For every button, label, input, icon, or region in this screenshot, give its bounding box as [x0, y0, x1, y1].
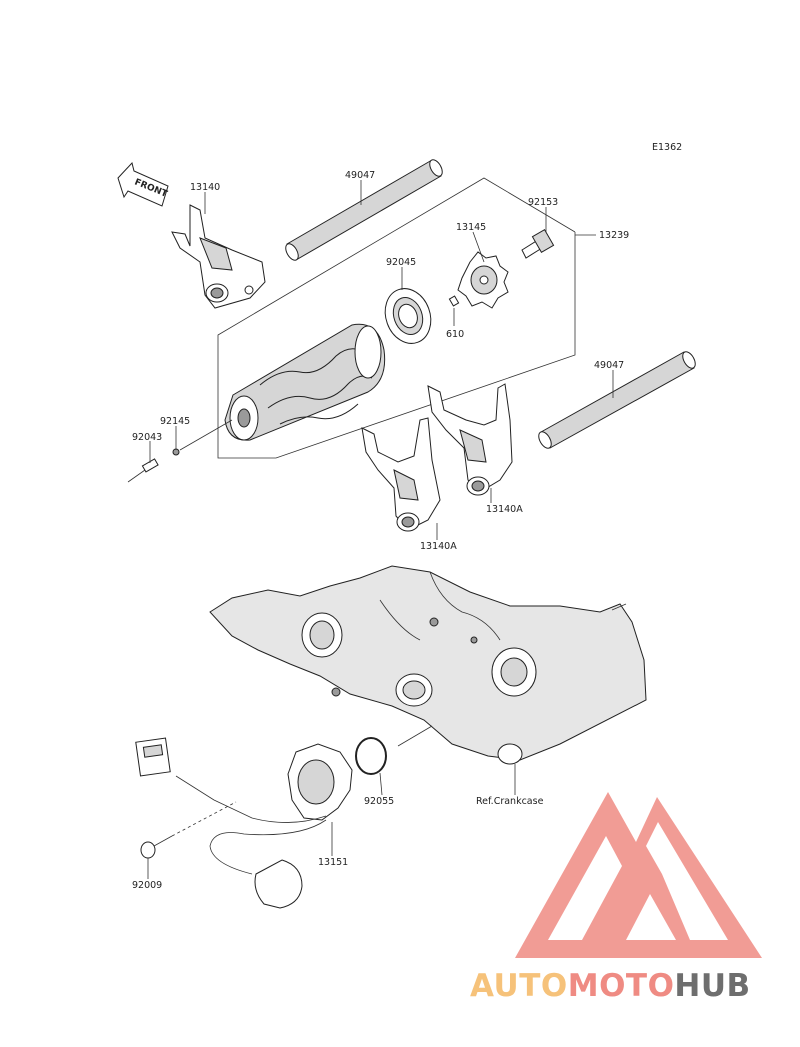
logo-text-moto: MOTO — [568, 968, 675, 1004]
shift-fork-13140a-left — [361, 417, 441, 532]
logo-text-hub: HUB — [674, 968, 750, 1004]
label-92145: 92145 — [160, 416, 190, 427]
label-92153: 92153 — [528, 197, 558, 208]
logo-wordmark: AUTOMOTOHUB — [470, 968, 751, 1004]
label-13145: 13145 — [456, 222, 486, 233]
shift-fork-13140 — [171, 204, 266, 309]
diagram-code: E1362 — [652, 142, 682, 153]
crankcase-reference — [209, 565, 647, 765]
leader-lines — [147, 180, 614, 879]
star-cam-13145 — [457, 251, 509, 309]
automotohub-logo: AUTOMOTOHUB — [470, 792, 762, 1004]
kit-outline — [217, 177, 576, 459]
label-13140: 13140 — [190, 182, 220, 193]
label-ref-crankcase: Ref.Crankcase — [476, 796, 544, 807]
logo-mark-icon — [515, 792, 762, 958]
label-49047-upper: 49047 — [345, 170, 375, 181]
logo-text-auto: AUTO — [470, 968, 568, 1004]
label-610: 610 — [446, 329, 464, 340]
dowel-pin-610 — [448, 295, 460, 307]
o-ring-92055 — [355, 737, 387, 775]
label-92045: 92045 — [386, 257, 416, 268]
shift-drum — [179, 323, 386, 451]
gear-position-sensor-13151 — [135, 737, 353, 909]
label-13140a-right: 13140A — [486, 504, 523, 515]
front-arrow-icon: FRONT — [117, 161, 169, 207]
label-49047-lower: 49047 — [594, 360, 624, 371]
label-13140a-left: 13140A — [420, 541, 457, 552]
bolt-92009 — [140, 801, 237, 859]
label-13151: 13151 — [318, 857, 348, 868]
label-92043: 92043 — [132, 432, 162, 443]
label-92009: 92009 — [132, 880, 162, 891]
shift-rod-upper — [285, 159, 443, 261]
shift-rod-lower — [538, 351, 696, 449]
pin-92043 — [127, 458, 159, 483]
label-92055: 92055 — [364, 796, 394, 807]
shift-fork-13140a-right — [427, 383, 513, 496]
bolt-92153 — [521, 229, 555, 259]
label-13239: 13239 — [599, 230, 629, 241]
bearing-92045 — [384, 288, 432, 344]
